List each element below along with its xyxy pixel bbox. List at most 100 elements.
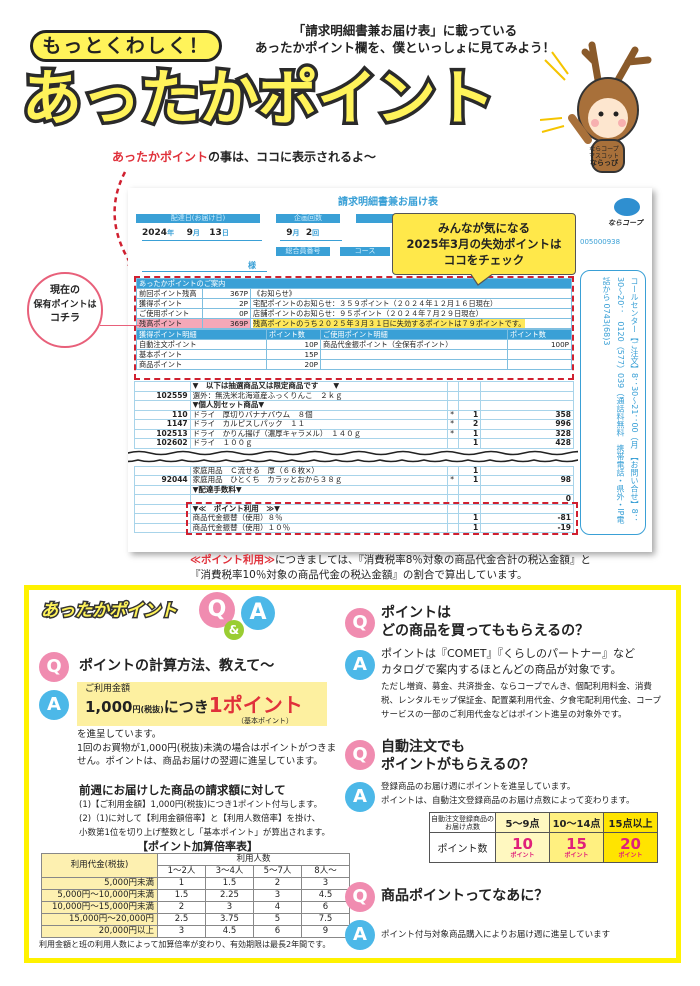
subtitle-line: 「請求明細書兼お届け表」に載っている <box>292 23 518 38</box>
item-code <box>134 503 191 514</box>
year: 2024 <box>142 228 168 238</box>
item-price: 98 <box>480 475 574 486</box>
cell <box>507 359 572 370</box>
multiplier-cell: 9 <box>301 925 350 938</box>
multiplier-cell: 3 <box>205 901 254 914</box>
unit: 回 <box>312 229 320 237</box>
intro-note: あったかポイントの事は、ココに表示されるよ～ <box>112 150 376 165</box>
multiplier-cell: 3 <box>253 889 302 902</box>
point-usage-footnote: ≪ポイント利用≫につきましては、『消費税率8％対象の商品代金合計の税込金額』と … <box>190 553 591 583</box>
item-name: ▼配達手数料▼ <box>189 484 449 495</box>
q4-answer: ポイント付与対象商品購入によりお届け週に進呈しています <box>381 930 611 940</box>
row-notice: 店舗ポイントのお知らせ：９５ポイント（２０２４年７月２９日現在） <box>250 308 572 319</box>
item-price <box>480 381 574 392</box>
wave-break <box>128 450 578 463</box>
col-header: ご使用ポイント明細 <box>320 329 508 340</box>
col-header: 獲得ポイント明細 <box>136 329 267 340</box>
item-mark <box>447 400 459 411</box>
multiplier-cell: 3 <box>157 925 206 938</box>
multiplier-cell: 7.5 <box>301 913 350 926</box>
q1-answer-box: ご利用金額 1,000円(税抜)につき1ポイント （基本ポイント） <box>77 682 327 726</box>
item-price: 428 <box>480 438 574 449</box>
question-line: どの商品を買ってももらえるの？ <box>381 623 590 639</box>
per: につき <box>163 698 209 716</box>
item-qty: 1 <box>457 475 482 486</box>
q1-question: ポイントの計算方法、教えて～ <box>79 658 275 674</box>
cell: 15P <box>266 349 321 360</box>
cell: 10P <box>266 339 321 350</box>
mascot-name: ならっぴ <box>590 159 618 167</box>
multiplier-cell: 6 <box>253 925 302 938</box>
cell <box>507 349 572 360</box>
caption-text: ならコープ <box>589 146 619 153</box>
caption-text: マスコット <box>588 153 619 160</box>
cell: 20P <box>266 359 321 370</box>
tier-range: 15点以上 <box>603 812 658 833</box>
answer-line: ポイントは、自動注文登録商品のお届け点数によって変わります。 <box>381 796 635 806</box>
basic-point: （基本ポイント） <box>237 717 293 725</box>
brand-logo: ならコープ <box>608 219 643 227</box>
answer-line: カタログで案内するほとんどの商品が対象です。 <box>381 663 622 676</box>
call-center-info: コールセンター【ご注文】8：30～21：00（月 【お問い合せ】8：30～20：… <box>580 270 646 535</box>
item-qty <box>457 381 482 392</box>
multiplier-cell: 2 <box>253 877 302 890</box>
label-member: 総合員番号 <box>276 247 330 256</box>
item-row: ▼ 以下は抽選商品又は限定商品です ▼ <box>134 381 574 392</box>
row-label: 前回ポイント残高 <box>136 288 203 299</box>
q3-question: 自動注文でもポイントがもらえるの？ <box>381 738 535 774</box>
a-icon: A <box>39 690 69 720</box>
q2-answer: ポイントは『COMET』『くらしのパートナー』などカタログで案内するほとんどの商… <box>381 646 635 678</box>
tier-points: 20 <box>620 834 641 853</box>
item-price <box>480 400 574 411</box>
item-mark <box>447 484 459 495</box>
group-header: 利用人数 <box>157 853 350 866</box>
row-label: 5,000円～10,000円未満 <box>41 889 158 902</box>
col-header: 3～4人 <box>205 865 254 878</box>
item-code <box>134 381 191 392</box>
day: 13 <box>209 228 222 238</box>
auto-order-points-table: 自動注文登録商品のお届け点数 5～9点 10～14点 15点以上 ポイント数 1… <box>429 812 658 863</box>
item-name: ドライ １００ｇ <box>189 438 449 449</box>
answer-text: 1回のお買物が1,000円(税抜)未満の場合はポイントがつきません。ポイントは、… <box>77 742 337 768</box>
row-label: ポイント数 <box>429 832 496 863</box>
narakoop-logo-icon <box>614 198 640 216</box>
cell: 商品代金振ポイント（全保有ポイント） <box>320 339 508 350</box>
item-code <box>134 522 191 533</box>
multiplier-cell: 2.25 <box>205 889 254 902</box>
unit: 月 <box>292 229 300 237</box>
footnote-text: につきましては、『消費税率8％対象の商品代金合計の税込金額』と <box>274 554 591 566</box>
a-icon: A <box>345 650 375 680</box>
col-header: 8人～ <box>301 865 350 878</box>
note-text: の事は、ココに表示されるよ～ <box>208 150 377 164</box>
mascot-narappi <box>540 41 652 173</box>
step: (2)（1)に対して【利用金額倍率】と【利用人数倍率】を掛け、 <box>79 814 321 824</box>
multiplier-cell: 1.5 <box>205 877 254 890</box>
unit: 年 <box>167 229 175 237</box>
item-code <box>134 400 191 411</box>
cell <box>320 359 508 370</box>
item-name: ▼個人別セット商品▼ <box>189 400 449 411</box>
sama-label: 様 <box>248 261 256 270</box>
row-notice: 《お知らせ》 <box>250 288 572 299</box>
box-main: 1,000円(税抜)につき1ポイント <box>85 695 303 720</box>
q1-steps: (1)【ご利用金額】1,000円(税抜)につき1ポイント付与します。 (2)（1… <box>79 798 330 840</box>
q2-question: ポイントはどの商品を買ってももらえるの？ <box>381 604 589 640</box>
row-label: 残高ポイント <box>136 318 203 329</box>
multiplier-cell: 3.75 <box>205 913 254 926</box>
footnote-text: 『消費税率10％対象の商品代金の税込金額』の割合で算出しています。 <box>190 569 528 581</box>
delivery-date: 2024年 9月 13日 <box>142 228 262 241</box>
callout-pointer <box>469 273 496 286</box>
item-qty <box>457 400 482 411</box>
info-header: あったかポイントのご案内 <box>136 278 572 289</box>
item-row: ▼配達手数料▼ <box>134 484 574 495</box>
question-line: ポイントは <box>381 605 451 621</box>
row-label: ご使用ポイント <box>136 308 203 319</box>
